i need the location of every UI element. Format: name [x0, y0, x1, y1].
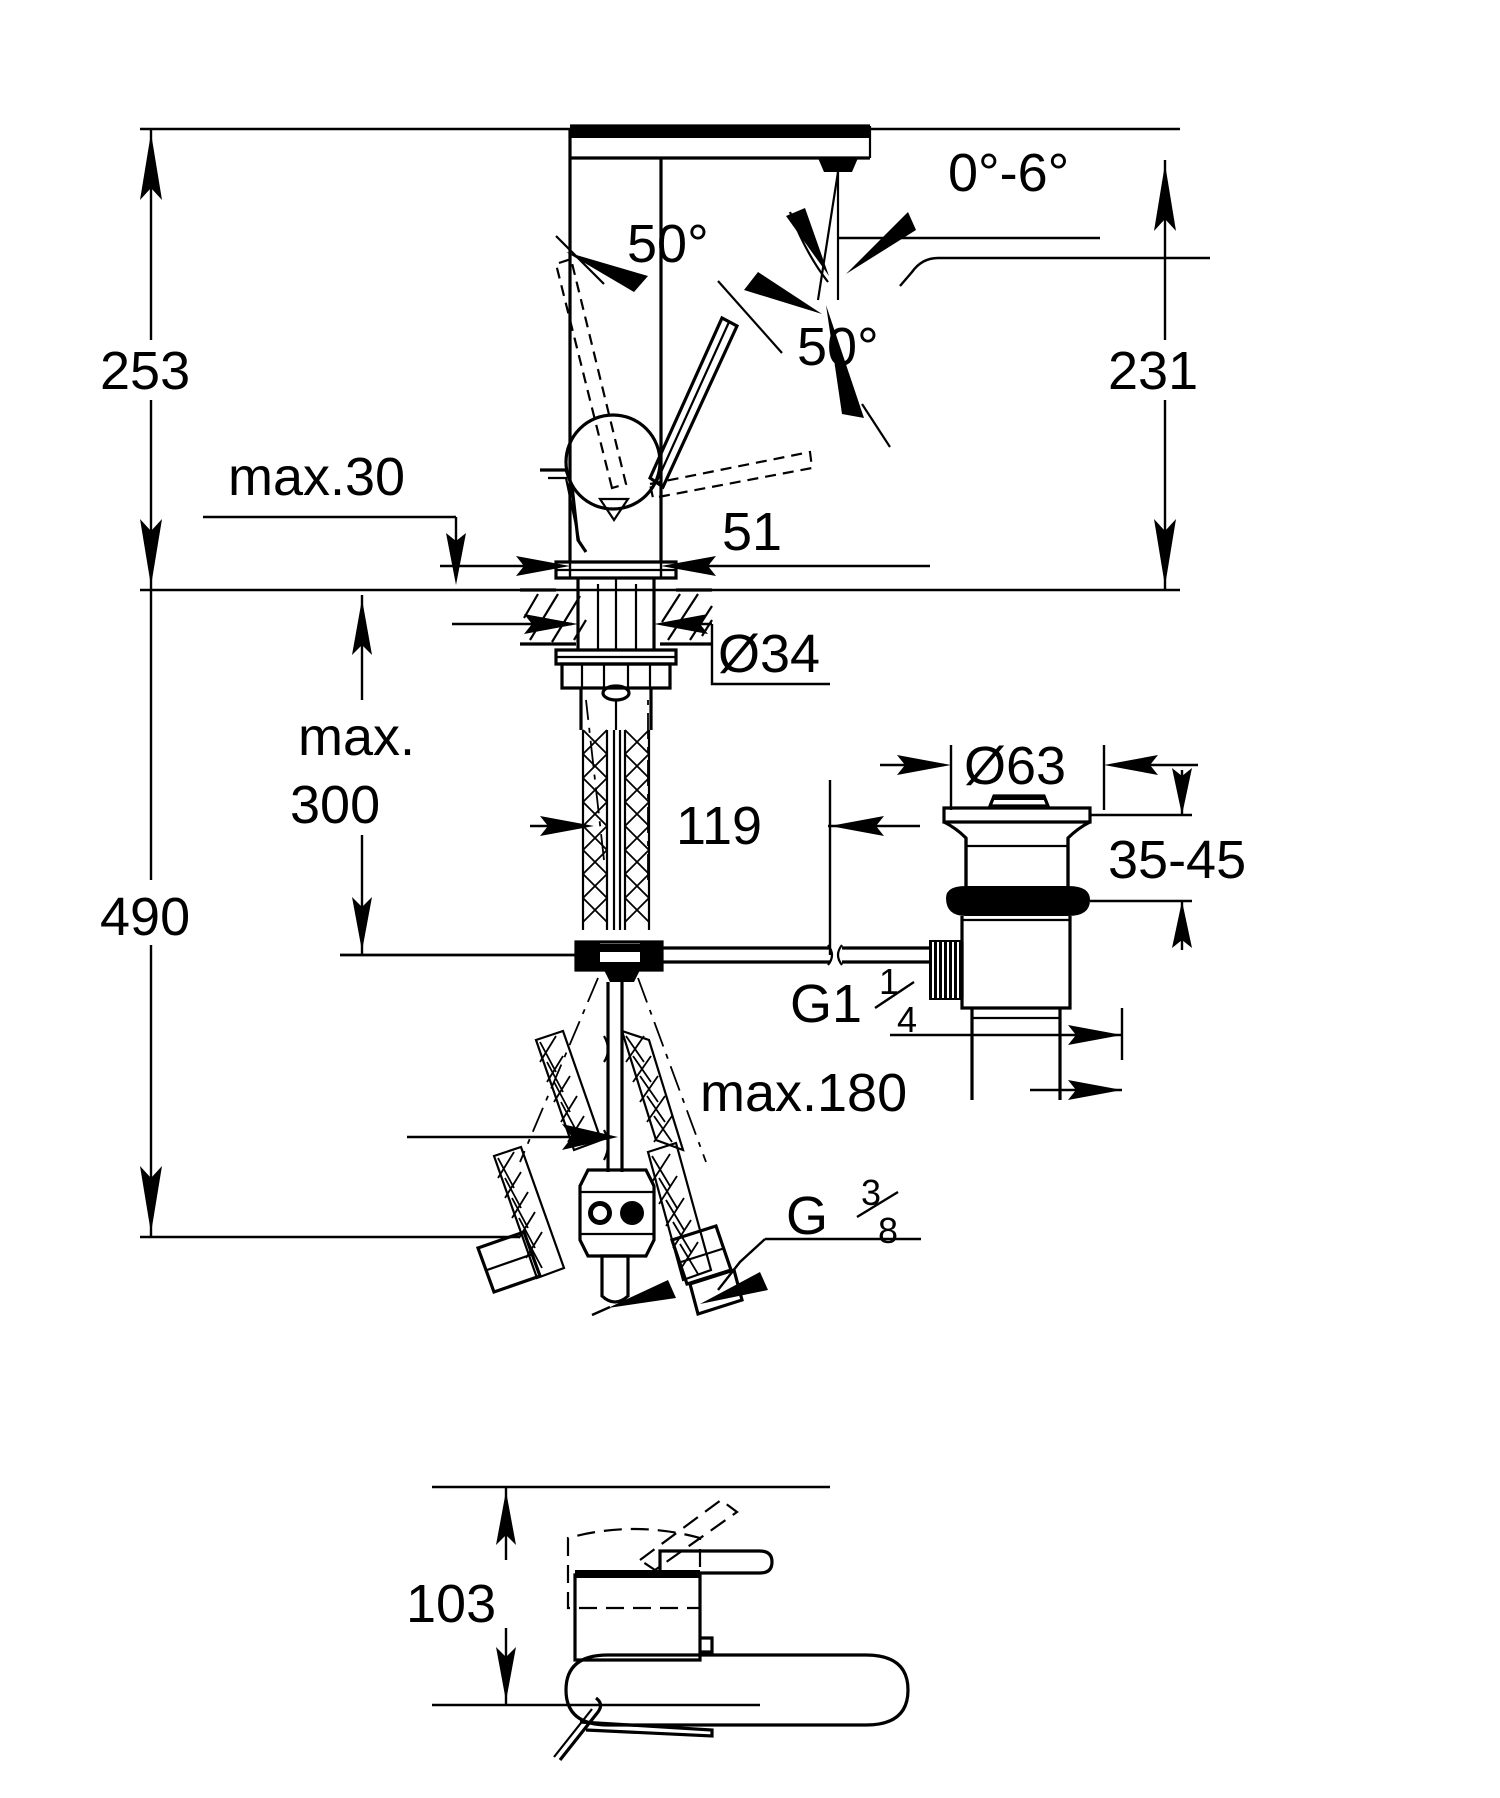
dimension-490: 490	[100, 590, 520, 1239]
central-rod-fitting	[578, 982, 656, 1304]
dimension-g38-denominator: 8	[878, 1210, 898, 1251]
dimension-119-label: 119	[676, 796, 762, 856]
dimension-490-label: 490	[100, 887, 190, 947]
dimension-g38: G 3 8	[591, 1172, 921, 1317]
dimension-max300: max. 300	[290, 595, 600, 957]
dimension-119: 119	[530, 780, 920, 955]
flow-marker	[597, 497, 631, 522]
dimension-g114-denominator: 4	[897, 999, 917, 1040]
dimension-g114: G1 1 4	[790, 961, 1124, 1100]
dimension-g114-label: G1	[790, 974, 862, 1034]
lever-pivot-circle	[564, 413, 662, 511]
dimension-g38-letter: G	[786, 1186, 828, 1246]
mixer-body-column	[554, 130, 678, 580]
braided-hoses-upper	[581, 729, 651, 930]
lever-handle-phantom-left	[554, 257, 628, 490]
lever-handle	[647, 315, 740, 490]
dimension-max180-label: max.180	[700, 1063, 907, 1123]
dimension-253-label: 253	[100, 341, 190, 401]
dimension-35-45-label: 35-45	[1108, 830, 1246, 890]
dimension-300-label: 300	[290, 775, 380, 835]
lever-handle-phantom-right	[648, 450, 814, 500]
angle-50-right: 50°	[717, 272, 891, 448]
dimension-231-label: 231	[1108, 341, 1198, 401]
dimension-d63-label: Ø63	[964, 736, 1066, 796]
angle-0-6-label: 0°-6°	[948, 143, 1069, 203]
dimension-max-label: max.	[298, 707, 415, 767]
dimension-d34: Ø34	[452, 600, 830, 686]
indicator-clip	[540, 468, 588, 553]
dimension-231: 231	[1108, 160, 1198, 590]
plan-view-mixer: 103	[406, 1485, 910, 1761]
angle-50-right-label: 50°	[797, 317, 879, 377]
dimension-103: 103	[406, 1487, 516, 1705]
spout-arm	[570, 124, 872, 172]
mounting-shank	[554, 578, 678, 730]
dimension-103-label: 103	[406, 1574, 496, 1634]
countertop-section-hatch	[520, 588, 713, 646]
dimension-51: 51	[440, 502, 930, 578]
dimension-d63: Ø63	[880, 736, 1198, 810]
waste-linkage	[340, 940, 933, 982]
angle-50-left-label: 50°	[627, 214, 709, 274]
dimension-max30: max.30	[203, 447, 466, 585]
dimension-d34-label: Ø34	[718, 624, 820, 684]
dimension-max30-label: max.30	[228, 447, 405, 507]
dimension-max180: max.180	[407, 1063, 907, 1150]
dimension-35-45: 35-45	[1090, 768, 1246, 950]
dimension-51-label: 51	[722, 502, 782, 562]
pop-up-waste-assembly	[929, 794, 1092, 1100]
dimension-253: 253	[100, 129, 190, 590]
angle-50-left: 50°	[555, 214, 709, 292]
angle-0-6: 0°-6°	[786, 143, 1210, 301]
braided-hoses-lower	[475, 699, 744, 1317]
dimension-g114-numerator: 1	[879, 961, 899, 1002]
dimension-g38-numerator: 3	[861, 1172, 881, 1213]
